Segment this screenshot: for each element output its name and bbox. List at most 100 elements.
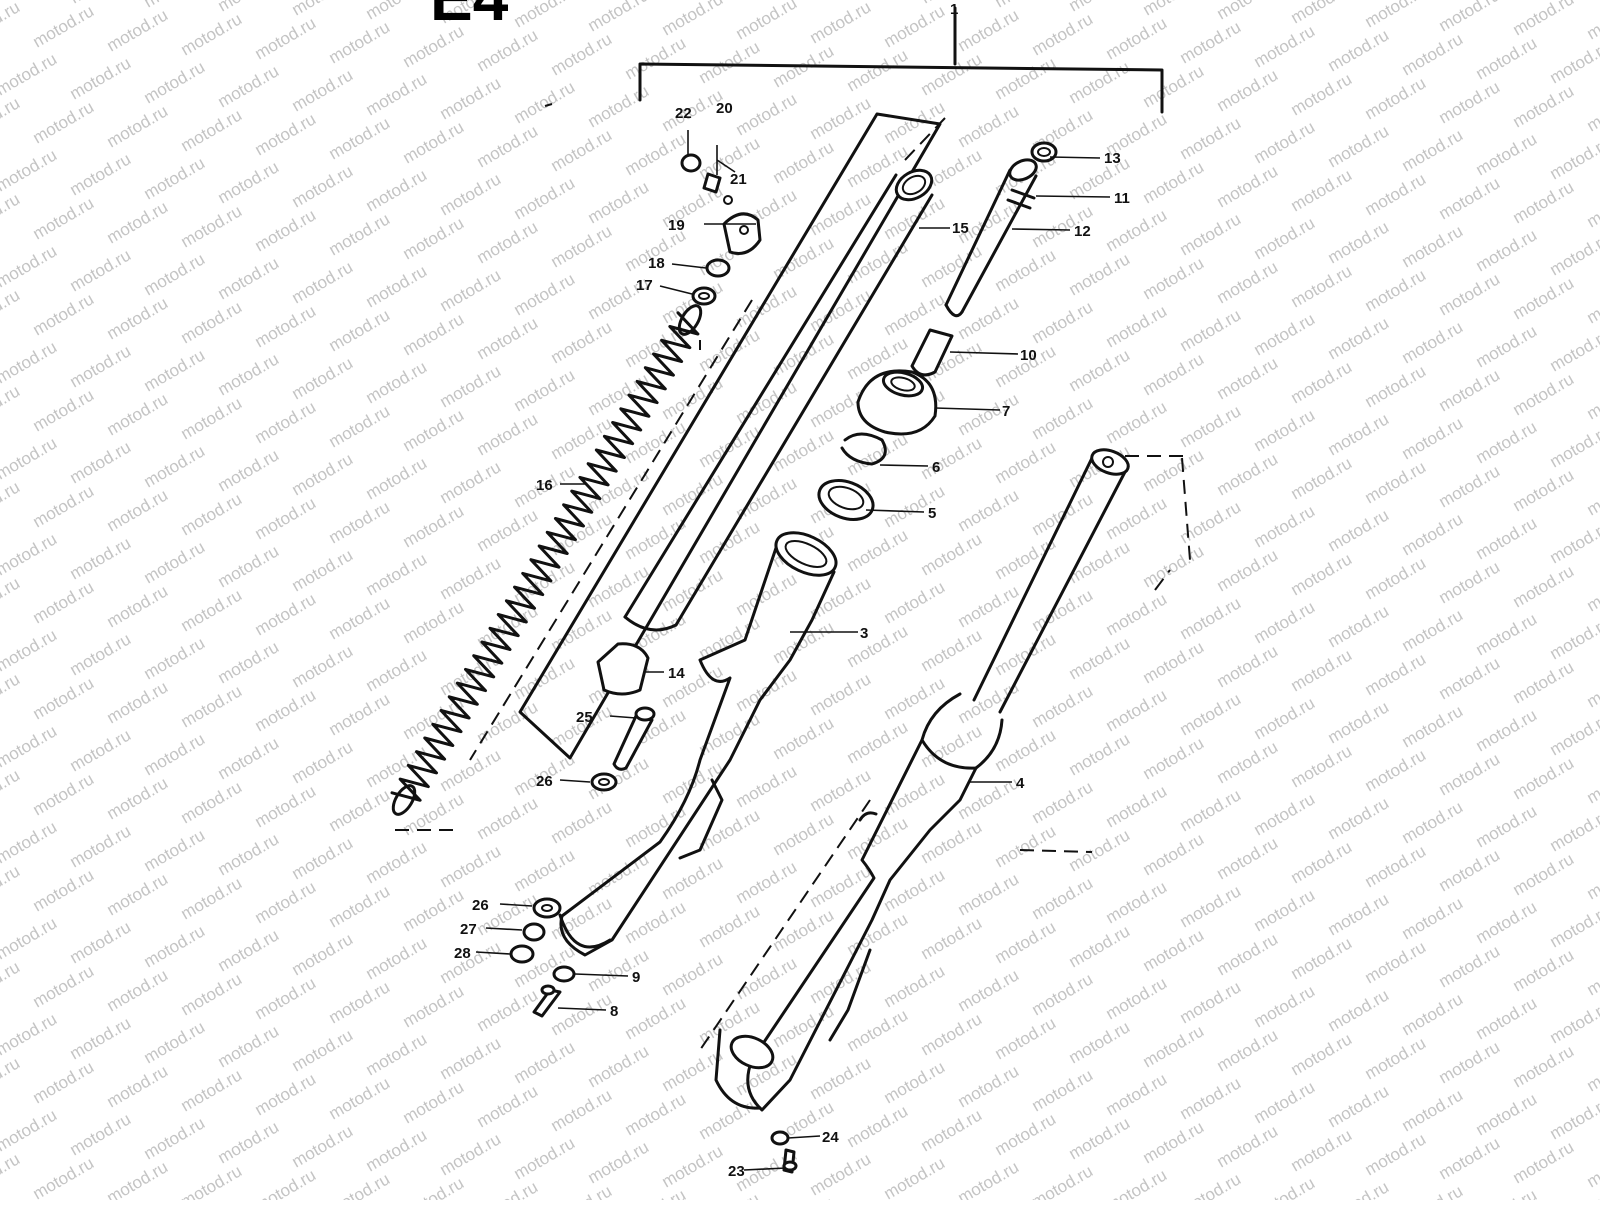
watermark-text: motod.ru bbox=[1140, 829, 1208, 879]
watermark-text: motod.ru bbox=[1510, 81, 1578, 131]
callout-1: 1 bbox=[950, 1, 958, 18]
watermark-text: motod.ru bbox=[881, 673, 949, 723]
watermark-text: motod.ru bbox=[585, 1137, 653, 1187]
watermark-text: motod.ru bbox=[844, 525, 912, 575]
watermark-text: motod.ru bbox=[1103, 205, 1171, 255]
callout-26-upper: 26 bbox=[536, 773, 553, 790]
watermark-text: motod.ru bbox=[918, 625, 986, 675]
watermark-text: motod.ru bbox=[437, 1129, 505, 1179]
watermark-text: motod.ru bbox=[1177, 401, 1245, 451]
watermark-text: motod.ru bbox=[474, 217, 542, 267]
watermark-text: motod.ru bbox=[1436, 749, 1504, 799]
callout-28: 28 bbox=[454, 945, 471, 962]
watermark-text: motod.ru bbox=[326, 305, 394, 355]
watermark-text: motod.ru bbox=[696, 325, 764, 375]
watermark-text: motod.ru bbox=[807, 1053, 875, 1103]
watermark-text: motod.ru bbox=[30, 1153, 98, 1200]
watermark-text: motod.ru bbox=[807, 669, 875, 719]
watermark-text: motod.ru bbox=[1473, 801, 1541, 851]
watermark-text: motod.ru bbox=[178, 873, 246, 923]
watermark-text: motod.ru bbox=[0, 529, 60, 579]
watermark-text: motod.ru bbox=[178, 105, 246, 155]
watermark-text: motod.ru bbox=[141, 1113, 209, 1163]
watermark-text: motod.ru bbox=[0, 1105, 60, 1155]
watermark-text: motod.ru bbox=[1177, 689, 1245, 739]
watermark-text: motod.ru bbox=[30, 1, 98, 51]
watermark-text: motod.ru bbox=[992, 1013, 1060, 1063]
watermark-text: motod.ru bbox=[807, 1149, 875, 1199]
part-washer-26-upper bbox=[592, 774, 616, 790]
watermark-text: motod.ru bbox=[1288, 549, 1356, 599]
watermark-text: motod.ru bbox=[215, 733, 283, 783]
watermark-text: motod.ru bbox=[548, 125, 616, 175]
watermark-text: motod.ru bbox=[1177, 881, 1245, 931]
watermark-text: motod.ru bbox=[474, 1081, 542, 1131]
watermark-text: motod.ru bbox=[67, 149, 135, 199]
callout-18: 18 bbox=[648, 255, 665, 272]
watermark-text: motod.ru bbox=[881, 1153, 949, 1200]
watermark-text: motod.ru bbox=[844, 45, 912, 95]
watermark-text: motod.ru bbox=[1325, 1081, 1393, 1131]
watermark-text: motod.ru bbox=[955, 965, 1023, 1015]
watermark-text: motod.ru bbox=[400, 597, 468, 647]
watermark-text: motod.ru bbox=[1214, 0, 1282, 23]
watermark-text: motod.ru bbox=[30, 961, 98, 1011]
watermark-text: motod.ru bbox=[1177, 209, 1245, 259]
watermark-text: motod.ru bbox=[0, 433, 60, 483]
watermark-text: motod.ru bbox=[104, 197, 172, 247]
watermark-text: motod.ru bbox=[1066, 1113, 1134, 1163]
watermark-text: motod.ru bbox=[1103, 1069, 1171, 1119]
watermark-text: motod.ru bbox=[1436, 269, 1504, 319]
watermark-text: motod.ru bbox=[1399, 893, 1467, 943]
watermark-text: motod.ru bbox=[30, 865, 98, 915]
watermark-text: motod.ru bbox=[104, 485, 172, 535]
watermark-text: motod.ru bbox=[30, 673, 98, 723]
watermark-text: motod.ru bbox=[1325, 121, 1393, 171]
part-washer-17 bbox=[693, 288, 715, 304]
watermark-text: motod.ru bbox=[918, 433, 986, 483]
watermark-text: motod.ru bbox=[437, 361, 505, 411]
watermark-text: motod.ru bbox=[0, 573, 23, 623]
watermark-text: motod.ru bbox=[289, 257, 357, 307]
watermark-text: motod.ru bbox=[770, 137, 838, 187]
watermark-text: motod.ru bbox=[1214, 545, 1282, 595]
watermark-text: motod.ru bbox=[1214, 737, 1282, 787]
watermark-text: motod.ru bbox=[437, 841, 505, 891]
watermark-text: motod.ru bbox=[955, 5, 1023, 55]
watermark-text: motod.ru bbox=[437, 553, 505, 603]
watermark-text: motod.ru bbox=[1362, 73, 1430, 123]
watermark-text: motod.ru bbox=[1584, 85, 1600, 135]
watermark-text: motod.ru bbox=[1029, 1161, 1097, 1200]
watermark-text: motod.ru bbox=[1362, 1129, 1430, 1179]
watermark-text: motod.ru bbox=[1177, 305, 1245, 355]
watermark-text: motod.ru bbox=[178, 681, 246, 731]
watermark-text: motod.ru bbox=[955, 1157, 1023, 1200]
watermark-text: motod.ru bbox=[400, 1077, 468, 1127]
watermark-text: motod.ru bbox=[1103, 493, 1171, 543]
watermark-text: motod.ru bbox=[141, 729, 209, 779]
watermark-text: motod.ru bbox=[215, 61, 283, 111]
watermark-text: motod.ru bbox=[1251, 693, 1319, 743]
watermark-text: motod.ru bbox=[770, 1193, 838, 1200]
watermark-text: motod.ru bbox=[1288, 1029, 1356, 1079]
watermark-text: motod.ru bbox=[622, 33, 690, 83]
watermark-text: motod.ru bbox=[1436, 461, 1504, 511]
watermark-text: motod.ru bbox=[215, 541, 283, 591]
watermark-text: motod.ru bbox=[1510, 1041, 1578, 1091]
callout-8: 8 bbox=[610, 1003, 618, 1020]
watermark-text: motod.ru bbox=[1584, 1141, 1600, 1191]
watermark-text: motod.ru bbox=[1325, 793, 1393, 843]
watermark-text: motod.ru bbox=[1362, 553, 1430, 603]
watermark-text: motod.ru bbox=[326, 689, 394, 739]
watermark-text: motod.ru bbox=[1251, 597, 1319, 647]
watermark-text: motod.ru bbox=[1251, 213, 1319, 263]
watermark-text: motod.ru bbox=[992, 629, 1060, 679]
watermark-text: motod.ru bbox=[881, 769, 949, 819]
diagram-title-fragment: E4 bbox=[430, 0, 509, 34]
part-gasket-9 bbox=[554, 967, 574, 981]
watermark-text: motod.ru bbox=[1177, 785, 1245, 835]
watermark-text: motod.ru bbox=[1140, 0, 1208, 19]
watermark-text: motod.ru bbox=[1288, 645, 1356, 695]
watermark-text: motod.ru bbox=[1029, 393, 1097, 443]
